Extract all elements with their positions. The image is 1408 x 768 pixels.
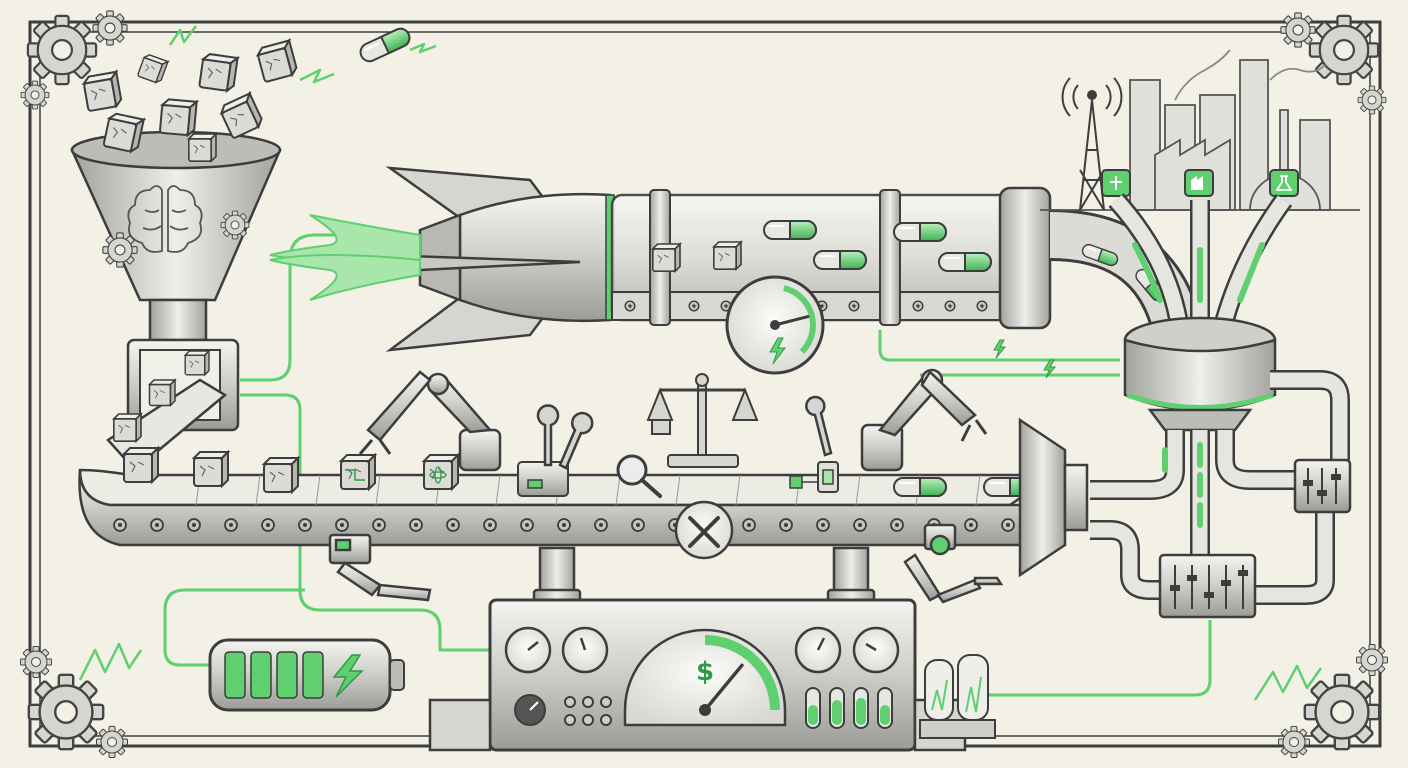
- tube-roller: [624, 300, 636, 312]
- indicator-tubes: [805, 687, 893, 729]
- tube-roller: [944, 300, 956, 312]
- belt-roller: [261, 518, 275, 532]
- gear-icon: [26, 14, 98, 86]
- robot-arm-right: [860, 368, 988, 472]
- control-console: $: [428, 598, 967, 752]
- distribution-pipes: [1108, 193, 1293, 333]
- battery-lightning-icon: [208, 638, 405, 712]
- revenue-gauge-needle: [703, 663, 744, 712]
- lightning-icon: [769, 337, 786, 365]
- belt-roller: [557, 518, 571, 532]
- dollar-symbol: $: [696, 657, 714, 687]
- flask-icon: [1269, 169, 1299, 197]
- belt-roller: [742, 518, 756, 532]
- gear-icon: [27, 673, 105, 751]
- small-dials: [504, 626, 900, 674]
- under-belt-arms: [328, 523, 1004, 604]
- radio-tower-icon: [1061, 77, 1123, 211]
- balance-scale-icon: [646, 373, 759, 468]
- tool-box-item: [517, 461, 569, 497]
- belt-roller: [853, 518, 867, 532]
- gear-icon: [1308, 14, 1380, 86]
- wrench-screwdriver-icon: [536, 395, 833, 470]
- tube-roller: [912, 300, 924, 312]
- belt-roller: [1001, 518, 1015, 532]
- belt-roller: [890, 518, 904, 532]
- gear-icon: [1303, 673, 1381, 751]
- belt-roller: [150, 518, 164, 532]
- belt-roller: [816, 518, 830, 532]
- maintenance-badge-icon: [674, 500, 734, 560]
- belt-roller: [779, 518, 793, 532]
- tube-roller: [688, 300, 700, 312]
- battery-cell: [302, 651, 324, 699]
- console-buttons: [564, 696, 612, 726]
- belt-roller: [446, 518, 460, 532]
- belt-roller: [409, 518, 423, 532]
- control-box-right: [1293, 458, 1352, 514]
- battery-cell: [224, 651, 246, 699]
- atom-cube: [423, 454, 459, 490]
- console-knob: [514, 694, 546, 726]
- tube-roller: [848, 300, 860, 312]
- rocket-icon: [269, 166, 615, 352]
- magnifying-glass-icon: [616, 454, 662, 498]
- gear-icon: [20, 646, 52, 678]
- battery-cell: [276, 651, 298, 699]
- battery-cell: [250, 651, 272, 699]
- belt-roller: [298, 518, 312, 532]
- lightning-icons: [993, 339, 1057, 379]
- sensor-module: [789, 461, 839, 493]
- belt-roller: [113, 518, 127, 532]
- belt-roller: [631, 518, 645, 532]
- belt-roller: [594, 518, 608, 532]
- belt-roller: [964, 518, 978, 532]
- gear-icon: [1280, 12, 1316, 48]
- belt-items: [123, 447, 1037, 497]
- control-box-center: [1158, 553, 1257, 619]
- acceleration-tube: [610, 186, 1052, 330]
- gear-icon: [1357, 85, 1387, 115]
- vacuum-tubes: [919, 654, 996, 739]
- belt-exit-funnel: [1018, 417, 1089, 578]
- belt-roller: [187, 518, 201, 532]
- speed-gauge-needle: [773, 315, 810, 327]
- belt-roller: [335, 518, 349, 532]
- gear-icon: [96, 726, 128, 758]
- speed-gauge: [725, 275, 825, 375]
- belt-roller: [520, 518, 534, 532]
- revenue-gauge: $: [623, 628, 787, 727]
- belt-roller: [483, 518, 497, 532]
- belt-roller: [224, 518, 238, 532]
- robot-arm-left: [358, 370, 502, 472]
- circuit-cube: [340, 454, 376, 490]
- gear-icon: [20, 80, 50, 110]
- gear-icon: [1278, 726, 1310, 758]
- tube-roller: [976, 300, 988, 312]
- gear-icon: [92, 10, 128, 46]
- brain-hopper: [70, 130, 282, 342]
- belt-roller: [372, 518, 386, 532]
- power-wires: [163, 233, 1212, 697]
- city-connectors: [1101, 169, 1299, 197]
- distribution-hub: [1123, 316, 1277, 432]
- spark-accents: [78, 25, 1323, 701]
- gear-icon: [1356, 644, 1388, 676]
- hub-lower-pipes: [1090, 370, 1350, 605]
